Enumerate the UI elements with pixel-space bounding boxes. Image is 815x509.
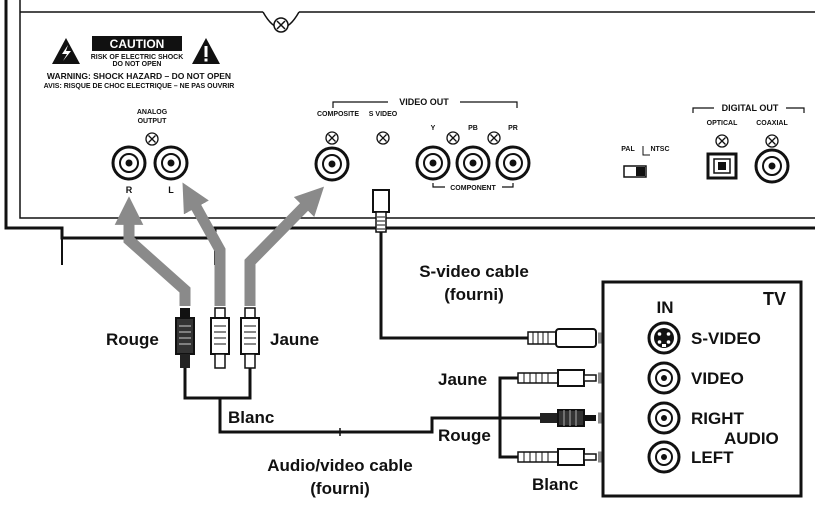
caution-line1: RISK OF ELECTRIC SHOCK [91, 54, 184, 61]
coaxial-label: COAXIAL [756, 120, 788, 127]
tv-label-blanc: Blanc [532, 475, 578, 494]
arrow-red-to-r [114, 196, 191, 306]
tv-video-jack[interactable] [647, 361, 681, 395]
screw-icon [715, 134, 729, 148]
s-video-port-label: S VIDEO [369, 111, 398, 118]
tv-plug-white [517, 448, 597, 466]
analog-jack-r[interactable] [111, 145, 147, 181]
tv-s-video-plug [527, 328, 597, 348]
tv-left-jack[interactable] [647, 440, 681, 474]
av-cable-label-line2: (fourni) [310, 479, 369, 498]
caution-title: CAUTION [110, 37, 165, 51]
switch-slider[interactable] [636, 167, 645, 176]
device-rear-panel [4, 0, 815, 265]
tv-s-video-label: S-VIDEO [691, 329, 761, 348]
tv-in-label: IN [657, 298, 674, 317]
label-blanc: Blanc [228, 408, 274, 427]
component-jack-pr[interactable] [495, 145, 531, 181]
tv-s-video-port[interactable] [647, 321, 681, 355]
tv-left-branch [498, 418, 518, 459]
caution-label: CAUTION RISK OF ELECTRIC SHOCK DO NOT OP… [44, 36, 235, 90]
exclamation-warning-icon [192, 38, 220, 64]
av-cable-label-line1: Audio/video cable [267, 456, 412, 475]
tv-title: TV [763, 289, 786, 309]
component-pb-label: PB [468, 125, 478, 132]
arrow-yellow-to-composite [244, 186, 325, 306]
component-jack-y[interactable] [415, 145, 451, 181]
coaxial-jack[interactable] [754, 148, 790, 184]
component-label: COMPONENT [450, 185, 496, 192]
pal-ntsc-switch[interactable]: PAL NTSC [621, 146, 670, 178]
video-out-section: VIDEO OUT COMPOSITE S VIDEO Y PB PR [314, 97, 531, 192]
screw-icon [446, 131, 460, 145]
label-rouge: Rouge [106, 330, 159, 349]
tv-plug-yellow [517, 369, 597, 387]
analog-label-line2: OUTPUT [138, 118, 168, 125]
screw-icon [325, 131, 339, 145]
svideo-cable-label-line2: (fourni) [444, 285, 503, 304]
component-pr-label: PR [508, 125, 518, 132]
optical-port[interactable] [706, 152, 738, 180]
composite-jack[interactable] [314, 146, 350, 182]
video-out-label: VIDEO OUT [399, 97, 449, 107]
tv-video-branch [498, 376, 518, 418]
digital-out-label: DIGITAL OUT [722, 103, 779, 113]
screw-icon [273, 17, 289, 33]
tv-right-jack[interactable] [647, 401, 681, 435]
tv-label-rouge: Rouge [438, 426, 491, 445]
rca-plug-red [175, 308, 195, 368]
switch-body [623, 165, 647, 178]
ntsc-label: NTSC [650, 146, 669, 153]
optical-label: OPTICAL [707, 120, 738, 127]
analog-jack-l[interactable] [153, 145, 189, 181]
screw-icon [765, 134, 779, 148]
component-jack-pb[interactable] [455, 145, 491, 181]
pal-label: PAL [621, 146, 635, 153]
screw-icon [487, 131, 501, 145]
caution-line2: DO NOT OPEN [112, 61, 161, 68]
analog-output-section: ANALOG OUTPUT R L [111, 109, 189, 195]
screw-icon [145, 132, 159, 146]
label-jaune: Jaune [270, 330, 319, 349]
digital-out-section: DIGITAL OUT OPTICAL COAXIAL [692, 103, 805, 184]
caution-title-box [92, 36, 182, 51]
tv-box: TV IN S-VIDEO VIDEO RIGHT AUDIO [601, 280, 803, 498]
avis-line: AVIS: RISQUE DE CHOC ELECTRIQUE – NE PAS… [44, 83, 235, 90]
tv-audio-label: AUDIO [724, 429, 779, 448]
warning-line: WARNING: SHOCK HAZARD – DO NOT OPEN [47, 71, 231, 81]
arrow-white-to-l [182, 182, 226, 306]
jack-r-label: R [126, 185, 133, 195]
tv-right-label: RIGHT [691, 409, 745, 428]
rca-plug-yellow [240, 307, 260, 369]
svideo-cable-label-line1: S-video cable [419, 262, 529, 281]
tv-label-jaune: Jaune [438, 370, 487, 389]
component-y-label: Y [431, 125, 436, 132]
rca-plug-white [210, 307, 230, 369]
tv-video-label: VIDEO [691, 369, 744, 388]
screw-icon [376, 131, 390, 145]
shock-warning-icon [52, 38, 80, 64]
s-video-plug [372, 189, 390, 233]
tv-plug-red [540, 409, 596, 427]
av-cable-wire [183, 368, 540, 434]
composite-label: COMPOSITE [317, 111, 359, 118]
analog-label-line1: ANALOG [137, 109, 168, 116]
tv-left-label: LEFT [691, 448, 734, 467]
jack-l-label: L [168, 185, 174, 195]
